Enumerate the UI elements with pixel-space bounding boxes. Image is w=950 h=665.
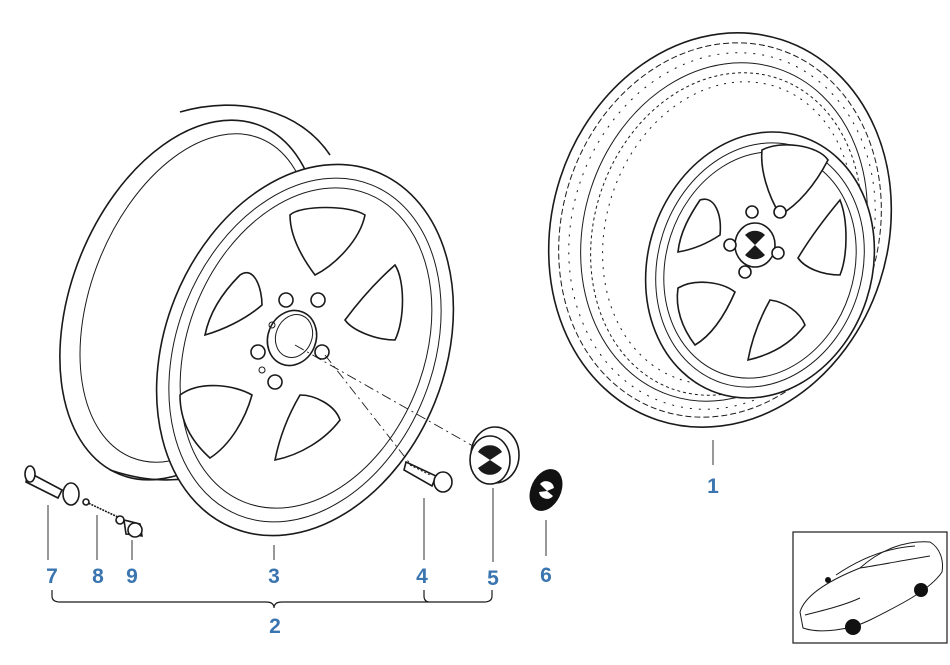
part-label-2: 2 bbox=[269, 615, 281, 638]
valve-cap-drawing bbox=[123, 518, 143, 538]
rim-drawing bbox=[59, 104, 455, 537]
part-label-8: 8 bbox=[92, 565, 104, 588]
part-label-9: 9 bbox=[126, 565, 138, 588]
part-label-7: 7 bbox=[46, 565, 58, 588]
part-label-5: 5 bbox=[487, 567, 499, 590]
valve-stem-drawing bbox=[24, 465, 80, 506]
assembly-lines bbox=[294, 344, 481, 471]
complete-wheel-drawing bbox=[547, 32, 893, 428]
car-thumbnail-icon bbox=[792, 531, 948, 644]
part-label-4: 4 bbox=[416, 565, 428, 588]
leader-lines bbox=[47, 440, 714, 562]
valve-insert-drawing bbox=[82, 498, 125, 525]
emblem-drawing bbox=[529, 469, 563, 511]
hub-cap-drawing bbox=[469, 426, 520, 485]
assembly-bracket bbox=[51, 590, 493, 609]
part-label-3: 3 bbox=[268, 565, 280, 588]
part-label-6: 6 bbox=[540, 564, 552, 587]
wheel-bolt-drawing bbox=[403, 460, 453, 493]
part-label-1: 1 bbox=[707, 475, 719, 498]
